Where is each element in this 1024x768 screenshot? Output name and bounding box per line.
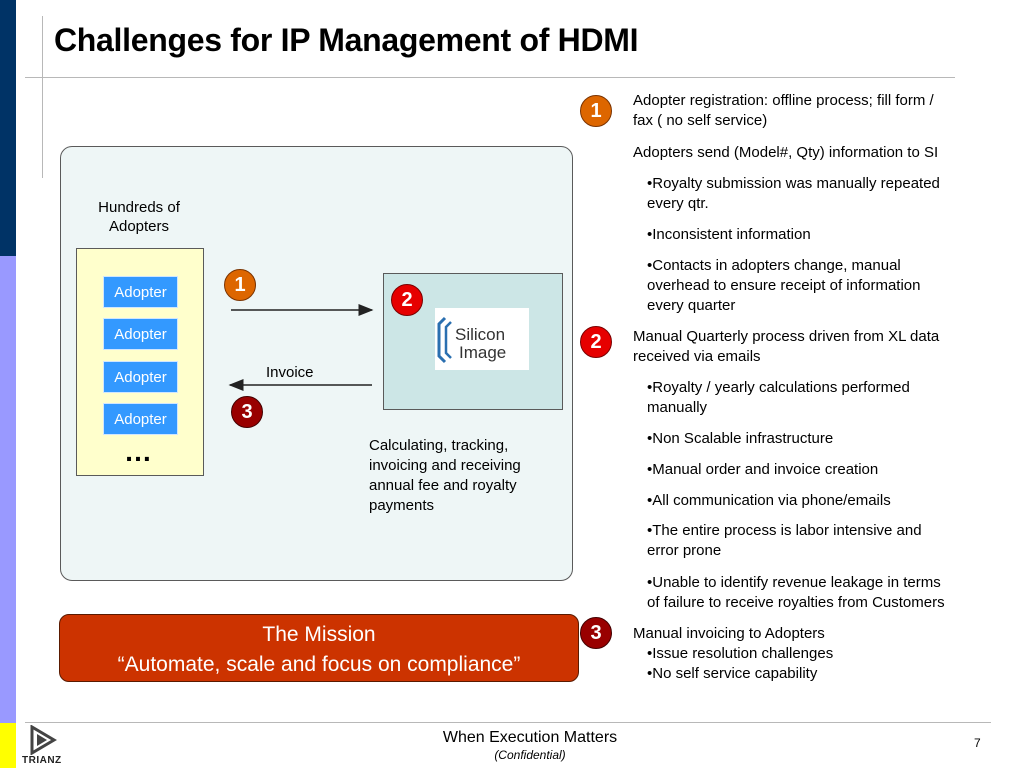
left-accent-bar-yellow [0, 723, 16, 768]
note-line: received via emails [633, 348, 761, 365]
note-line: •Contacts in adopters change, manual [647, 257, 901, 274]
note-line: •Royalty / yearly calculations performed [647, 379, 910, 396]
note-line: error prone [647, 542, 722, 559]
step-badge-2: 2 [391, 284, 423, 316]
silicon-image-logo-icon: Silicon Image [437, 316, 506, 364]
left-accent-bar-light [0, 256, 16, 723]
note-adopters-send: Adopters send (Model#, Qty) information … [633, 144, 939, 161]
note-badge-2: 2 [580, 326, 612, 358]
logo-word-image: Image [459, 343, 506, 362]
note-line: Adopter registration: offline process; f… [633, 92, 934, 109]
note-registration: Adopter registration: offline process; f… [633, 91, 934, 131]
note-inconsistent-info: •Inconsistent information [647, 226, 811, 243]
note-line: every qtr. [647, 195, 709, 212]
mission-quote: “Automate, scale and focus on compliance… [117, 653, 521, 676]
note-badge-1: 1 [580, 95, 612, 127]
note-badge-3: 3 [580, 617, 612, 649]
note-line: overhead to ensure receipt of informatio… [647, 277, 921, 294]
invoice-label: Invoice [266, 364, 314, 381]
adopter-chip: Adopter [103, 361, 178, 393]
more-adopters-ellipsis: … [124, 436, 152, 467]
trianz-logo-wordmark: TRIANZ [22, 755, 62, 766]
note-issue-resolution: •Issue resolution challenges [647, 645, 834, 662]
adopter-chip: Adopter [103, 403, 178, 435]
mission-title: The Mission [262, 623, 376, 646]
footer-divider [25, 722, 991, 723]
note-line: •Royalty submission was manually repeate… [647, 175, 940, 192]
note-line: Manual Quarterly process driven from XL … [633, 328, 940, 345]
logo-word-silicon: Silicon [455, 325, 505, 344]
note-line: •Unable to identify revenue leakage in t… [647, 574, 941, 591]
note-contacts-change: •Contacts in adopters change, manual ove… [647, 256, 921, 316]
adopters-caption: Hundreds of Adopters [98, 199, 180, 235]
note-royalty-submission: •Royalty submission was manually repeate… [647, 174, 940, 214]
title-vertical-rule [42, 16, 43, 178]
step-badge-3: 3 [231, 396, 263, 428]
si-process-description: Calculating, tracking, invoicing and rec… [369, 437, 521, 514]
note-non-scalable: •Non Scalable infrastructure [647, 430, 834, 447]
note-manual-invoicing: Manual invoicing to Adopters [633, 625, 825, 642]
slide-title: Challenges for IP Management of HDMI [54, 22, 639, 58]
note-manual-order: •Manual order and invoice creation [647, 461, 879, 478]
note-royalty-calculations: •Royalty / yearly calculations performed… [647, 378, 910, 418]
left-accent-bar-dark [0, 0, 16, 256]
title-divider [25, 77, 955, 78]
note-communication: •All communication via phone/emails [647, 492, 891, 509]
adopter-chip: Adopter [103, 276, 178, 308]
note-line: every quarter [647, 297, 736, 314]
note-labor-intensive: •The entire process is labor intensive a… [647, 521, 922, 561]
note-revenue-leakage: •Unable to identify revenue leakage in t… [647, 573, 945, 613]
adopter-chip: Adopter [103, 318, 178, 350]
note-line: fax ( no self service) [633, 112, 768, 129]
footer-tagline: When Execution Matters [442, 729, 618, 746]
note-line: •The entire process is labor intensive a… [647, 522, 922, 539]
note-line: manually [647, 399, 708, 416]
footer-confidential: (Confidential) [494, 748, 566, 762]
note-line: of failure to receive royalties from Cus… [647, 594, 945, 611]
trianz-logo-icon [28, 724, 58, 760]
silicon-image-logo: Silicon Image [435, 308, 529, 370]
note-quarterly-process: Manual Quarterly process driven from XL … [633, 327, 939, 367]
page-number: 7 [974, 736, 981, 750]
mission-banner: The Mission “Automate, scale and focus o… [59, 614, 579, 682]
step-badge-1: 1 [224, 269, 256, 301]
note-no-self-service: •No self service capability [647, 665, 818, 682]
